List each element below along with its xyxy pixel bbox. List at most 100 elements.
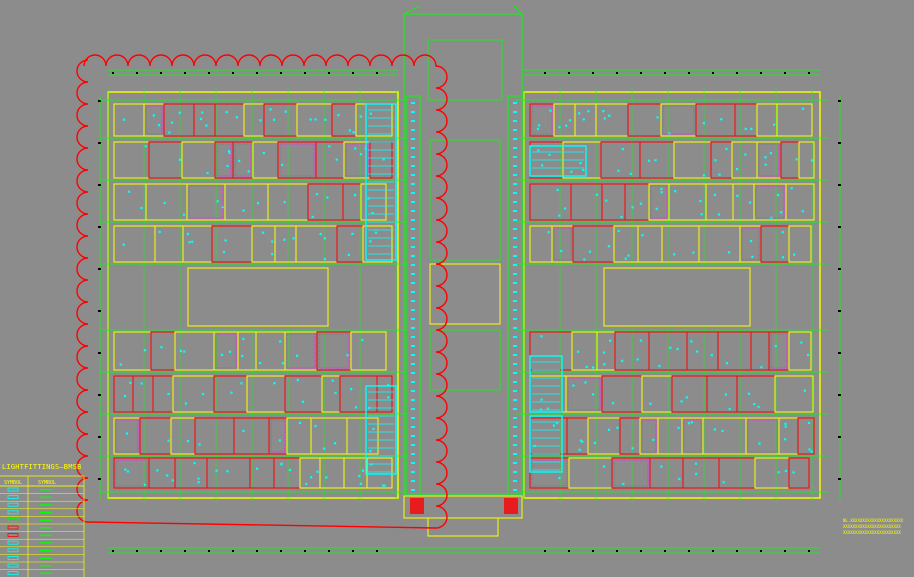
room-partition (366, 457, 393, 489)
light-fixture (540, 398, 543, 401)
light-fixture (123, 394, 127, 398)
corridor-light (513, 273, 517, 275)
light-fixture (603, 363, 606, 366)
light-fixture (309, 118, 312, 121)
legend-title: LIGHTFITTINGS—BMSB (2, 463, 82, 471)
corridor-light (411, 354, 415, 356)
light-fixture (292, 237, 295, 240)
light-fixture (226, 470, 229, 473)
axis-tick (112, 72, 114, 74)
light-fixture (281, 362, 285, 365)
axis-tick (98, 394, 101, 396)
light-fixture (242, 337, 245, 341)
axis-tick (376, 550, 378, 552)
corridor-light (513, 363, 517, 365)
hatched-area (553, 227, 572, 261)
hatched-area (286, 333, 316, 369)
corridor-light (513, 255, 517, 257)
light-fixture (352, 131, 355, 134)
light-fixture (582, 118, 585, 121)
light-fixture (361, 469, 365, 472)
light-fixture (199, 117, 203, 121)
light-fixture (259, 119, 262, 122)
corridor-light (411, 381, 415, 383)
light-fixture (636, 358, 639, 361)
light-fixture (780, 211, 783, 214)
corridor-light (411, 102, 415, 104)
light-fixture (323, 447, 326, 450)
light-fixture (676, 347, 679, 351)
light-fixture (369, 450, 372, 453)
axis-tick (98, 310, 101, 312)
light-fixture (206, 171, 209, 175)
corridor-light (411, 453, 415, 455)
legend-description-mark (40, 534, 52, 537)
light-fixture (119, 363, 122, 366)
light-fixture (758, 442, 761, 445)
light-fixture (238, 159, 241, 163)
corridor-light (513, 174, 517, 176)
corridor-light (513, 354, 517, 356)
corridor-light (513, 264, 517, 266)
light-fixture (685, 396, 688, 399)
corridor-light (513, 417, 517, 419)
stair-block (365, 385, 397, 475)
light-fixture (125, 432, 129, 435)
light-fixture (281, 163, 284, 166)
light-fixture (583, 258, 586, 261)
corridor-light (513, 336, 517, 338)
light-fixture (337, 114, 340, 117)
room-partition (376, 375, 393, 413)
hatched-area (345, 143, 369, 177)
light-fixture (587, 110, 590, 113)
corridor-light (411, 120, 415, 122)
corridor-light (411, 327, 415, 329)
light-fixture (353, 193, 357, 197)
axis-tick (98, 142, 101, 144)
corridor-light (513, 480, 517, 482)
legend-symbol (7, 571, 19, 575)
light-fixture (335, 158, 338, 161)
axis-tick (664, 550, 666, 552)
light-fixture (558, 476, 561, 480)
light-fixture (347, 253, 351, 256)
light-fixture (722, 481, 725, 484)
light-fixture (323, 237, 326, 240)
corridor-light (411, 471, 415, 473)
light-fixture (678, 477, 681, 481)
light-fixture (748, 201, 752, 204)
axis-tick (808, 550, 810, 552)
light-fixture (166, 474, 169, 477)
light-fixture (387, 396, 390, 399)
axis-tick (352, 550, 354, 552)
room-partition (774, 375, 814, 413)
light-fixture (744, 153, 747, 156)
revision-cloud (76, 54, 448, 529)
light-fixture (629, 172, 632, 175)
light-fixture (603, 117, 606, 120)
light-fixture (351, 232, 354, 235)
corridor-light (411, 264, 415, 266)
light-fixture (178, 158, 181, 161)
corridor-light (513, 435, 517, 437)
light-fixture (370, 463, 373, 466)
courtyard (187, 267, 329, 327)
axis-tick (136, 550, 138, 552)
light-fixture (578, 112, 581, 115)
light-fixture (160, 346, 163, 349)
light-fixture (296, 354, 299, 357)
hatched-area (683, 419, 702, 453)
legend-description-mark (40, 489, 52, 491)
legend-description-mark (40, 511, 52, 514)
light-fixture (271, 253, 274, 256)
light-fixture (563, 207, 567, 210)
axis-tick (568, 72, 570, 74)
light-fixture (152, 114, 155, 117)
light-fixture (178, 111, 181, 114)
axis-tick (376, 72, 378, 74)
light-fixture (191, 240, 194, 243)
light-fixture (227, 150, 231, 153)
axis-tick (838, 436, 841, 438)
light-fixture (727, 251, 731, 254)
corridor-light (513, 210, 517, 212)
